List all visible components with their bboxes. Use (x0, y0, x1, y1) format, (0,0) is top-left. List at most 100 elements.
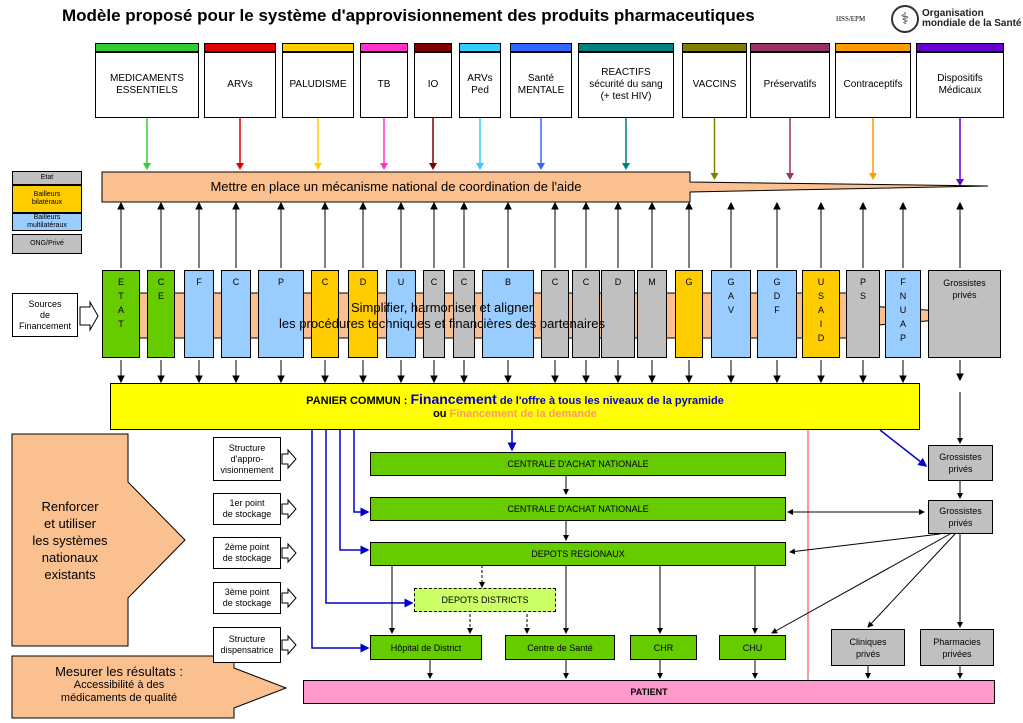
flow-arrowhead (773, 375, 781, 384)
category-arrowhead (380, 163, 388, 170)
partner-label: P (277, 277, 284, 287)
flow-arrowhead (277, 201, 285, 210)
partner-box: FNUAP (885, 270, 921, 358)
chu: CHU (719, 635, 786, 660)
flow-arrowhead (773, 201, 781, 210)
legend-ong-label: ONG/Privé (30, 240, 64, 247)
partner-box: ETAT (102, 270, 140, 358)
partner-label: PS (859, 277, 866, 301)
renforcer-arrow (11, 433, 186, 647)
patient: PATIENT (303, 680, 995, 704)
who-name-line1: Organisation (922, 8, 984, 19)
category-box: Contraceptifs (835, 52, 911, 118)
category-box: REACTIFS sécurité du sang (+ test HIV) (578, 52, 674, 118)
flow-arrowhead (614, 375, 622, 384)
partner-label: ETAT (117, 277, 124, 329)
flow-arrowhead (551, 201, 559, 210)
partner-label: C (232, 277, 240, 287)
grossistes-prives-2: Grossistes privés (928, 500, 993, 534)
supply-level-label: 3ème point de stockage (213, 582, 281, 614)
renforcer-text: Renforcer et utiliser les systèmes natio… (32, 499, 108, 582)
partner-label: D (614, 277, 622, 287)
supply-level-arrow (281, 448, 297, 470)
flow-arrowhead (504, 375, 512, 384)
category-arrowhead (869, 173, 877, 180)
partner-label: B (504, 277, 511, 287)
category-arrowhead (314, 163, 322, 170)
legend-bilateral-label: Bailleurs bilatéraux (31, 191, 63, 206)
partner-box: C (541, 270, 569, 358)
panier-demande: Financement de la demande (449, 408, 597, 420)
category-box: PALUDISME (282, 52, 354, 118)
category-arrowhead (710, 173, 719, 180)
partner-box: C (572, 270, 600, 358)
category-box: Dispositifs Médicaux (916, 52, 1004, 118)
partner-box: C (453, 270, 475, 358)
flow-arrowhead (460, 375, 468, 384)
partner-box: D (348, 270, 378, 358)
category-color-bar (835, 43, 911, 52)
partner-box: F (184, 270, 214, 358)
category-color-bar (510, 43, 572, 52)
partner-label: GDF (773, 277, 781, 315)
flow-arrowhead (117, 375, 125, 384)
coordination-arrow (101, 171, 989, 203)
category-color-bar (916, 43, 1004, 52)
partner-box: P (258, 270, 304, 358)
partner-label: GAV (727, 277, 735, 315)
category-arrowhead (143, 163, 151, 170)
supply-level-label: 2ème point de stockage (213, 537, 281, 569)
category-arrowhead (476, 163, 484, 170)
flow-arrowhead (460, 201, 468, 210)
supply-level-arrow (281, 634, 297, 656)
legend-bilateral: Bailleurs bilatéraux (12, 185, 82, 213)
category-arrowhead (786, 173, 794, 180)
category-color-bar (204, 43, 276, 52)
hopital-district: Hôpital de District (370, 635, 482, 660)
category-color-bar (95, 43, 199, 52)
partner-label: F (196, 277, 202, 287)
category-color-bar (750, 43, 830, 52)
partner-label: U (397, 277, 405, 287)
mesurer-line2: Accessibilité à des médicaments de quali… (60, 679, 178, 704)
flow-arrowhead (359, 201, 367, 210)
partner-label: C (321, 277, 329, 287)
category-arrowhead (236, 163, 244, 170)
flow-arrowhead (504, 201, 512, 210)
legend-etat: Etat (12, 171, 82, 185)
flow-arrowhead (397, 375, 405, 384)
category-arrowhead (429, 163, 437, 170)
centre-sante: Centre de Santé (505, 635, 615, 660)
flow-arrowhead (359, 375, 367, 384)
legend-etat-label: Etat (40, 174, 54, 181)
supply-level-arrow (281, 587, 297, 609)
flow-arrowhead (685, 375, 693, 384)
flow-arrowhead (648, 375, 656, 384)
document-code: HSS/EPM (836, 15, 866, 23)
supply-level-label: Structure dispensatrice (213, 627, 281, 663)
partner-box: C (311, 270, 339, 358)
category-color-bar (459, 43, 501, 52)
flow-arrowhead (430, 201, 438, 210)
centrale-achat-1: CENTRALE D'ACHAT NATIONALE (370, 452, 786, 476)
category-arrowhead (956, 179, 964, 186)
partner-box: USAID (802, 270, 840, 358)
flow-arrowhead (232, 201, 240, 210)
flow-arrowhead (551, 375, 559, 384)
flow-arrowhead (899, 375, 907, 384)
depots-regionaux: DEPOTS REGIONAUX (370, 542, 786, 566)
flow-arrowhead (195, 201, 203, 210)
panier-prefix: PANIER COMMUN : (306, 395, 408, 407)
flow-arrowhead (582, 375, 590, 384)
chr: CHR (630, 635, 697, 660)
flow-arrowhead (899, 201, 907, 210)
partner-box: GAV (711, 270, 751, 358)
mesurer-line1: Mesurer les résultats : (55, 664, 183, 679)
category-color-bar (682, 43, 747, 52)
flow-arrowhead (397, 201, 405, 210)
flow-arrowhead (817, 375, 825, 384)
category-box: IO (414, 52, 452, 118)
flow-arrowhead (614, 201, 622, 210)
category-color-bar (414, 43, 452, 52)
flow-arrowhead (727, 375, 735, 384)
